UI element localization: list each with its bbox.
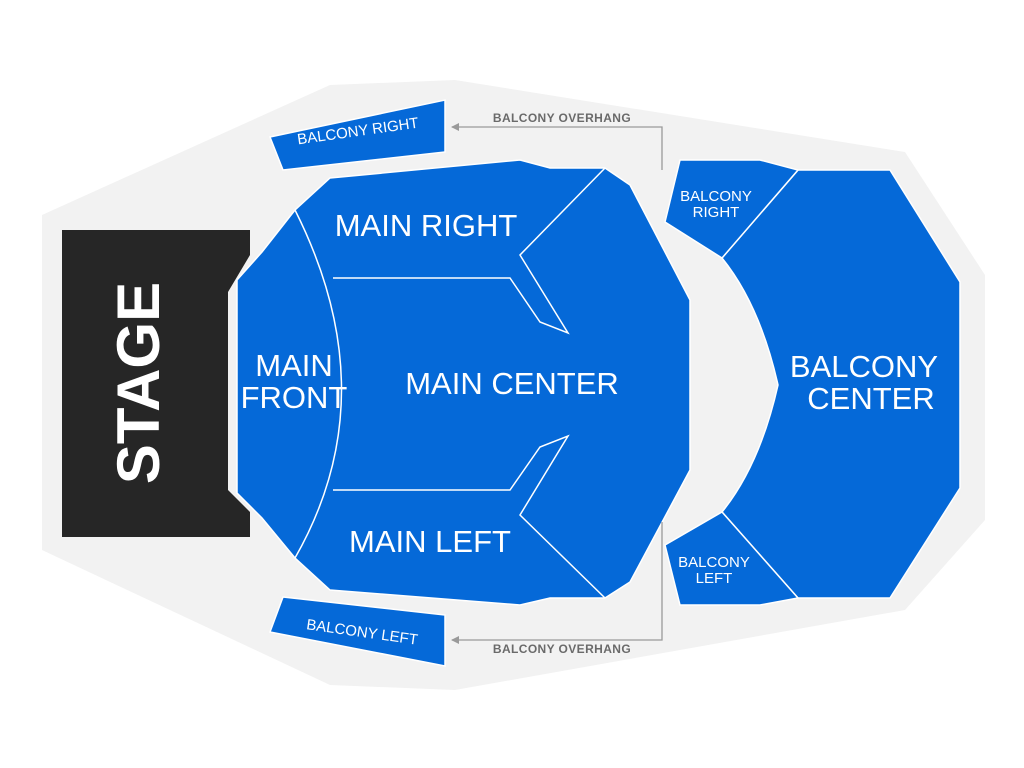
overhang-top-line (451, 123, 663, 170)
main-right-divider (333, 167, 606, 335)
section-balcony-right-box[interactable] (268, 99, 446, 171)
section-balcony-left[interactable] (664, 511, 800, 606)
stage-block (62, 230, 250, 537)
section-balcony-left-box[interactable] (268, 596, 446, 667)
main-floor-dividers (294, 167, 606, 599)
stage-label: STAGE (105, 282, 172, 484)
main-left-divider (333, 434, 606, 599)
section-balcony-right[interactable] (664, 159, 800, 259)
overhang-bottom-label: BALCONY OVERHANG (493, 642, 631, 656)
overhang-top-label: BALCONY OVERHANG (493, 111, 631, 125)
main-front-divider (294, 209, 343, 559)
overhang-bottom-line (451, 522, 663, 644)
stage: STAGE (62, 230, 250, 537)
balcony-overhang-guides (451, 123, 663, 644)
